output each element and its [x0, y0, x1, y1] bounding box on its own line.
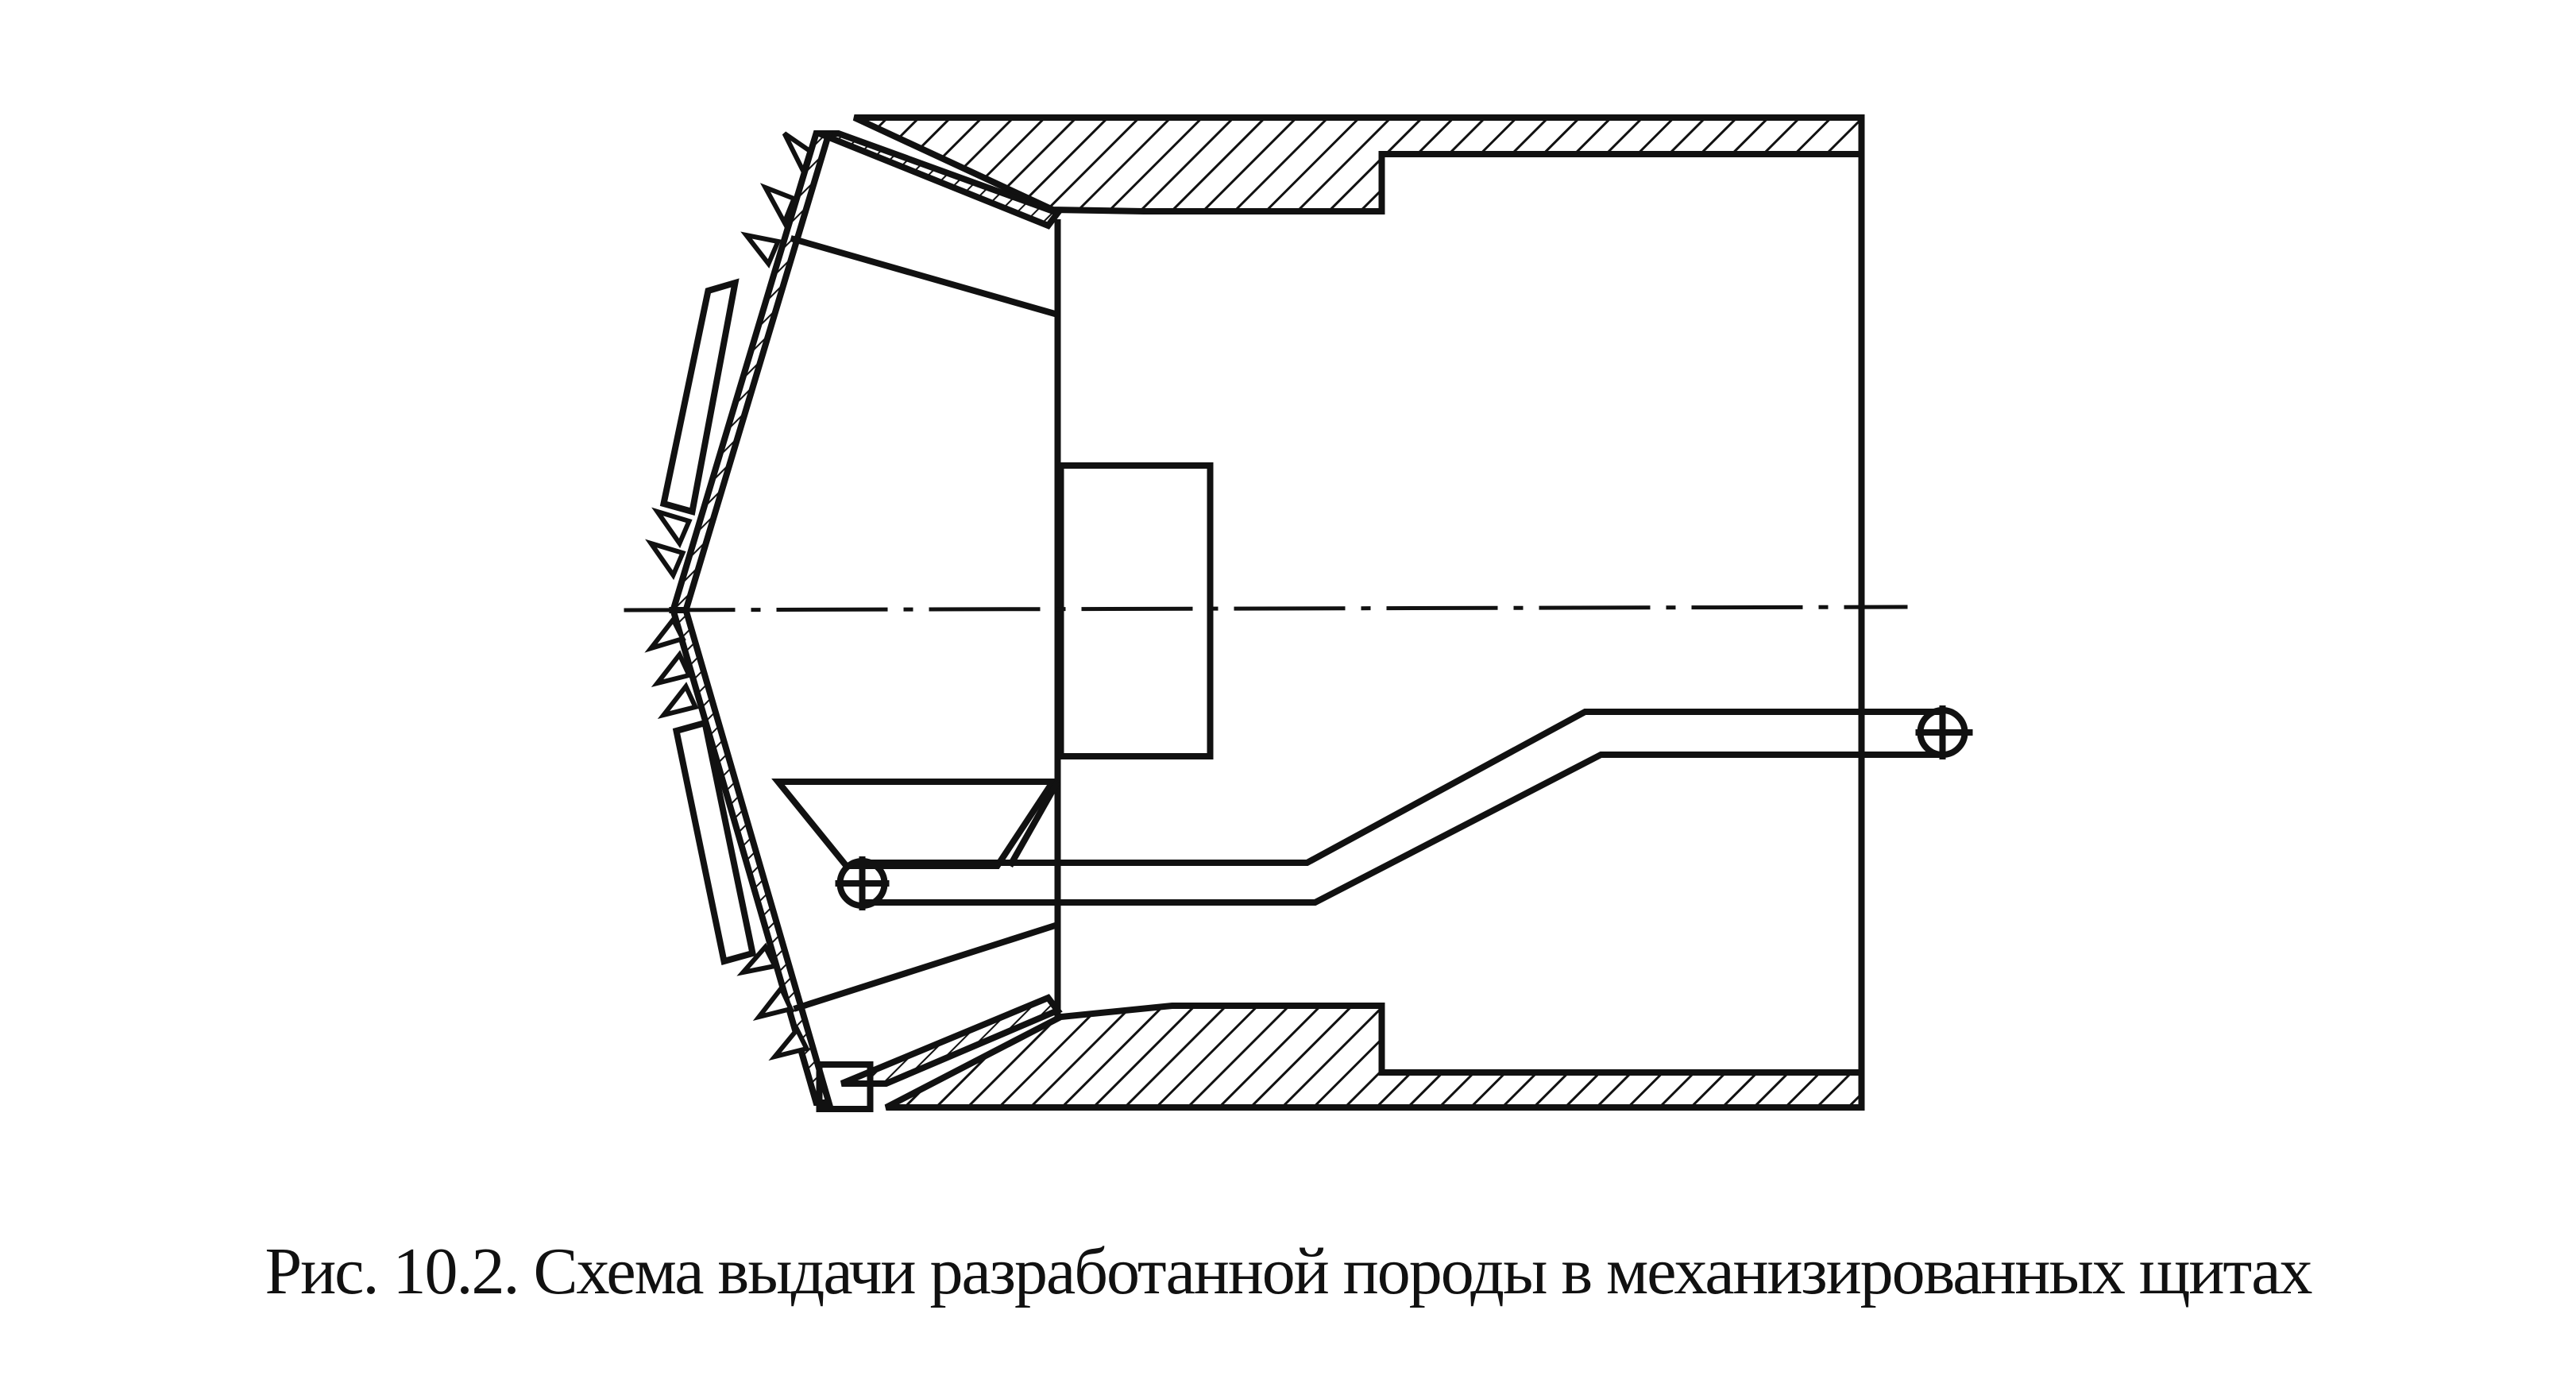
disc-cutter-lower	[672, 719, 757, 965]
shield-body	[852, 114, 1865, 1111]
cutter-tooth	[645, 539, 686, 581]
figure-caption: Рис. 10.2. Схема выдачи разработанной по…	[265, 1235, 2312, 1308]
disc-cutters	[659, 278, 757, 965]
cutter-teeth	[644, 131, 813, 1061]
rotor-face-plate-upper	[669, 130, 833, 613]
screw-conveyor	[835, 705, 1973, 910]
rock-hopper	[771, 779, 1059, 869]
rotor-face-plate-lower	[669, 607, 833, 1106]
hopper-wall-inner	[1007, 780, 1060, 868]
conveyor-edge-lower	[862, 752, 1943, 906]
cutter-tooth	[759, 183, 798, 229]
center-axis	[624, 605, 1908, 612]
cutter-tooth	[736, 942, 778, 976]
conveyor-edge-upper	[862, 709, 1943, 866]
rotor-spoke-lower	[793, 922, 1059, 1012]
cutter-tooth	[740, 231, 782, 269]
cutter-tooth	[782, 131, 813, 179]
cutter-tooth	[651, 650, 693, 688]
cutter-tooth	[752, 983, 794, 1022]
cutter-tooth	[644, 615, 686, 653]
cutter-tooth	[768, 1025, 810, 1061]
rotor-bottom-block	[816, 1061, 874, 1112]
cutter-tooth	[657, 682, 699, 720]
rotor-cutting-head	[669, 130, 1214, 1112]
cutter-tooth	[651, 507, 693, 549]
disc-cutter-upper	[659, 278, 740, 516]
rotor-spoke-upper	[790, 235, 1059, 318]
